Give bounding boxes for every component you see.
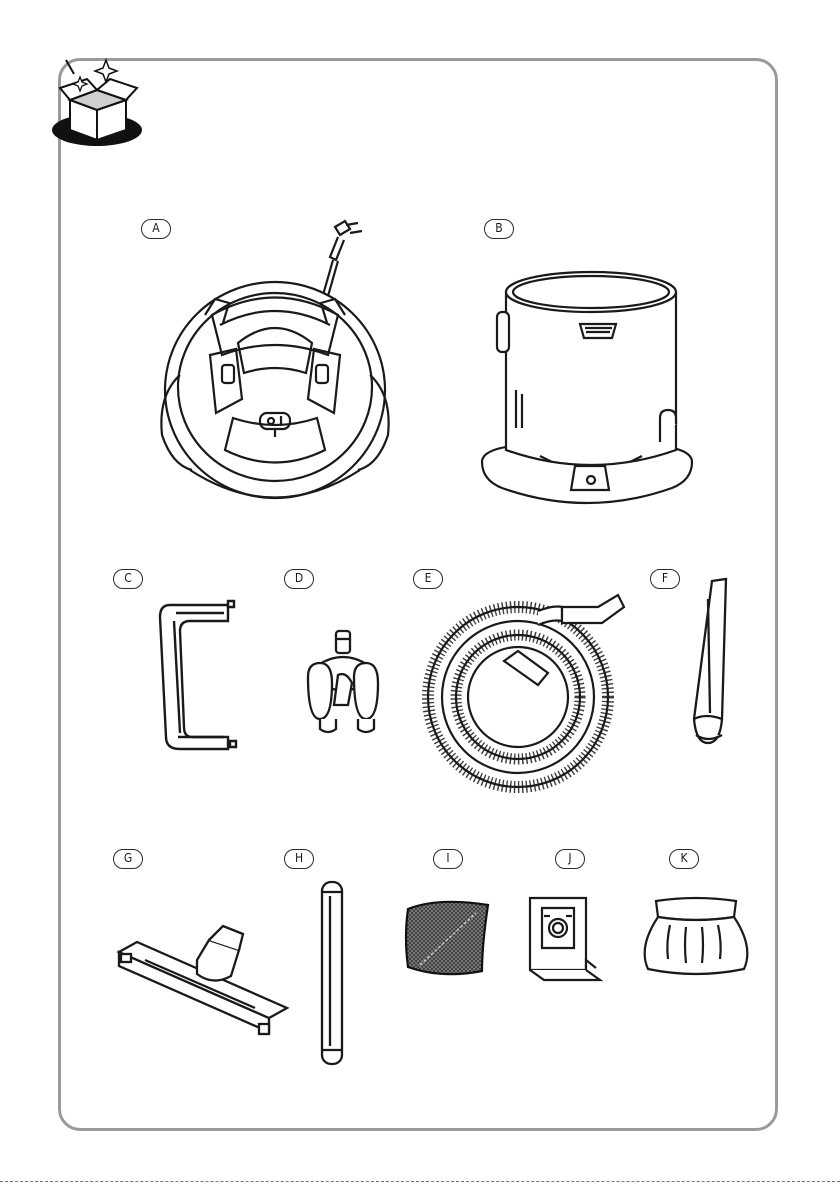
cloth-filter-illustration xyxy=(640,895,755,977)
label-g: G xyxy=(113,849,143,869)
label-j: J xyxy=(555,849,585,869)
mesh-filter-illustration xyxy=(400,895,495,977)
cut-line-divider xyxy=(0,1181,840,1182)
label-b: B xyxy=(484,219,514,239)
container-drum-illustration xyxy=(470,270,710,515)
label-h: H xyxy=(284,849,314,869)
extension-tube-illustration xyxy=(317,878,347,1068)
crevice-tool-illustration xyxy=(686,575,736,750)
label-k: K xyxy=(669,849,699,869)
motor-head-illustration xyxy=(150,215,400,510)
dust-bag-illustration xyxy=(522,892,607,987)
label-f: F xyxy=(650,569,680,589)
unboxing-icon xyxy=(40,48,150,158)
castor-wheel-illustration xyxy=(298,625,388,740)
floor-nozzle-illustration xyxy=(105,920,290,1060)
label-c: C xyxy=(113,569,143,589)
label-d: D xyxy=(284,569,314,589)
suction-hose-illustration xyxy=(418,585,628,795)
label-i: I xyxy=(433,849,463,869)
carry-handle-illustration xyxy=(150,585,250,760)
